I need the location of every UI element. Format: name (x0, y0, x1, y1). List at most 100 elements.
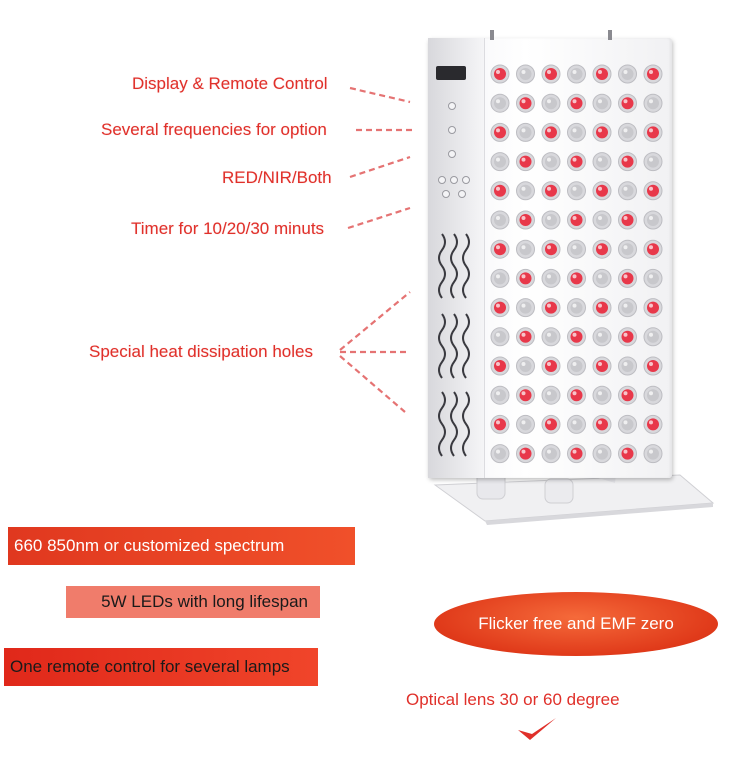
nir-led (541, 385, 561, 405)
power-button[interactable] (448, 102, 456, 110)
red-led (490, 64, 510, 84)
device-stand (433, 462, 715, 525)
red-led (567, 385, 586, 405)
red-led (618, 210, 637, 230)
nir-led (490, 327, 510, 347)
leader-mode (349, 155, 411, 179)
nir-led (516, 298, 535, 318)
nir-led (541, 444, 561, 464)
red-led (618, 444, 637, 464)
led-grid (490, 64, 663, 464)
red-led (592, 298, 612, 318)
display-screen (436, 66, 466, 80)
red-led (541, 356, 561, 376)
red-led (541, 64, 561, 84)
nir-led (643, 385, 663, 405)
nir-led (567, 64, 586, 84)
mode-button[interactable] (448, 150, 456, 158)
red-led (567, 152, 586, 172)
nir-led (643, 327, 663, 347)
red-led (490, 298, 510, 318)
red-led (618, 268, 637, 288)
nir-led (541, 268, 561, 288)
nir-led (567, 122, 586, 142)
light-therapy-device (428, 30, 672, 478)
red-led (567, 93, 586, 113)
nir-led (618, 64, 637, 84)
red-led (592, 181, 612, 201)
nir-led (516, 239, 535, 259)
heat-vent-3 (436, 386, 476, 468)
nir-led (567, 181, 586, 201)
nir-led (592, 268, 612, 288)
leader-heat-1 (339, 291, 411, 351)
red-led (567, 210, 586, 230)
red-led (516, 444, 535, 464)
device-side-strip (428, 38, 485, 478)
nir-led (490, 152, 510, 172)
nir-led (592, 210, 612, 230)
nir-led (618, 298, 637, 318)
nir-button[interactable] (450, 176, 458, 184)
red-led (490, 122, 510, 142)
red-led (516, 210, 535, 230)
banner-leds: 5W LEDs with long lifespan (66, 586, 320, 618)
nir-led (567, 239, 586, 259)
nir-led (618, 181, 637, 201)
red-led (592, 356, 612, 376)
nir-led (541, 93, 561, 113)
callout-timer: Timer for 10/20/30 minuts (131, 219, 325, 238)
nir-led (643, 152, 663, 172)
nir-led (592, 444, 612, 464)
optical-lens-label: Optical lens 30 or 60 degree (406, 690, 620, 709)
red-led (541, 414, 561, 434)
red-led (643, 181, 663, 201)
red-led (516, 268, 535, 288)
red-led (592, 64, 612, 84)
nir-led (490, 93, 510, 113)
nir-led (490, 444, 510, 464)
red-led (490, 239, 510, 259)
red-led (567, 327, 586, 347)
nir-led (643, 444, 663, 464)
callout-display: Display & Remote Control (132, 74, 328, 93)
nir-led (618, 356, 637, 376)
red-led (643, 356, 663, 376)
red-led (541, 181, 561, 201)
red-led (516, 385, 535, 405)
nir-led (618, 239, 637, 259)
nir-led (490, 210, 510, 230)
red-led (592, 414, 612, 434)
nir-led (490, 268, 510, 288)
timer-button-2[interactable] (458, 190, 466, 198)
red-led (643, 298, 663, 318)
nir-led (516, 356, 535, 376)
red-led (541, 122, 561, 142)
heat-vent-2 (436, 308, 476, 390)
red-led (592, 122, 612, 142)
red-led (618, 93, 637, 113)
nir-led (643, 268, 663, 288)
badge-flicker-free: Flicker free and EMF zero (434, 592, 718, 656)
leader-timer (347, 206, 411, 230)
check-mark-icon (518, 718, 556, 740)
both-button[interactable] (462, 176, 470, 184)
nir-led (490, 385, 510, 405)
red-led (643, 239, 663, 259)
nir-led (516, 64, 535, 84)
nir-led (592, 93, 612, 113)
red-led (618, 385, 637, 405)
nir-led (592, 327, 612, 347)
timer-button[interactable] (442, 190, 450, 198)
red-button[interactable] (438, 176, 446, 184)
red-led (516, 152, 535, 172)
nir-led (618, 122, 637, 142)
banner-spectrum: 660 850nm or customized spectrum (8, 527, 355, 565)
red-led (516, 327, 535, 347)
nir-led (618, 414, 637, 434)
frequency-button[interactable] (448, 126, 456, 134)
nir-led (643, 210, 663, 230)
nir-led (567, 298, 586, 318)
red-led (490, 414, 510, 434)
heat-vent-1 (436, 228, 476, 310)
